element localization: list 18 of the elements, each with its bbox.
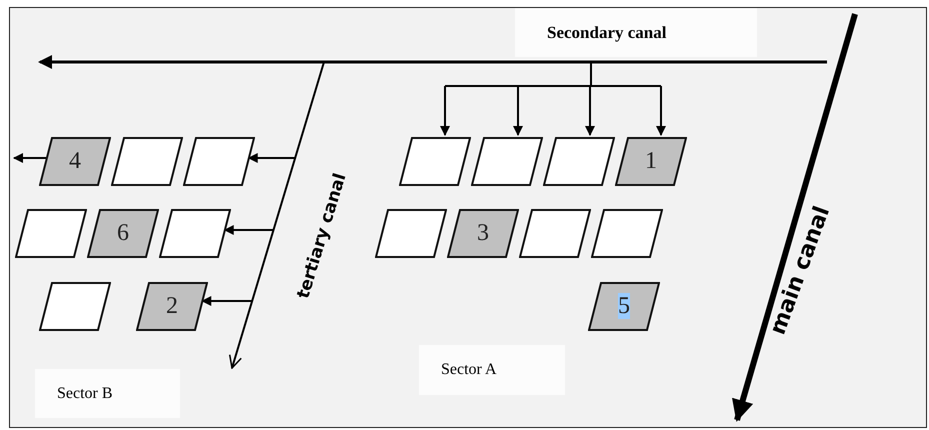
arrow bbox=[656, 86, 666, 136]
arrow bbox=[248, 153, 296, 163]
label-box: Secondary canal bbox=[515, 8, 757, 57]
plot-number: 4 bbox=[69, 148, 81, 174]
label-box: Sector A bbox=[419, 345, 565, 395]
plot-number: 2 bbox=[166, 293, 178, 319]
arrow bbox=[513, 86, 523, 136]
arrow bbox=[224, 225, 274, 235]
arrow bbox=[13, 153, 47, 163]
arrow bbox=[201, 296, 252, 306]
plot-number: 1 bbox=[645, 148, 657, 174]
arrow bbox=[440, 86, 450, 136]
label-box: Sector B bbox=[35, 369, 180, 418]
plot-number: 3 bbox=[477, 220, 489, 246]
plot-number: 6 bbox=[117, 220, 129, 246]
arrow bbox=[585, 86, 595, 136]
plot-number: 5 bbox=[618, 293, 630, 319]
canal-label: main canal bbox=[765, 202, 835, 338]
